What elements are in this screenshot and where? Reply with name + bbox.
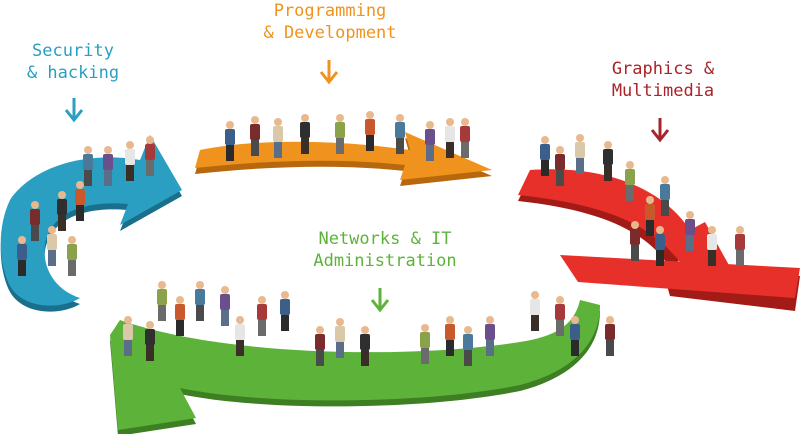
person-figure <box>175 296 185 336</box>
person-figure <box>273 118 283 158</box>
person-figure <box>655 226 665 266</box>
person-figure <box>315 326 325 366</box>
programming-label-line1: Programming <box>273 1 387 21</box>
person-figure <box>555 296 565 336</box>
graphics-label-line1: Graphics & <box>611 59 715 79</box>
person-figure <box>103 146 113 186</box>
person-figure <box>445 316 455 356</box>
person-figure <box>335 318 345 358</box>
programming-label-line2: & Development <box>263 23 397 43</box>
person-figure <box>145 136 155 176</box>
person-figure <box>603 141 613 181</box>
person-figure <box>540 136 550 176</box>
person-figure <box>57 191 67 231</box>
person-figure <box>445 118 455 158</box>
networks-arrow <box>110 300 600 434</box>
person-figure <box>195 281 205 321</box>
person-figure <box>735 226 745 266</box>
person-figure <box>335 114 345 154</box>
person-figure <box>575 134 585 174</box>
person-figure <box>630 221 640 261</box>
person-figure <box>225 121 235 161</box>
graphics-label: Graphics & Multimedia <box>588 58 738 102</box>
person-figure <box>463 326 473 366</box>
person-figure <box>365 111 375 151</box>
person-figure <box>530 291 540 331</box>
programming-label: Programming & Development <box>240 0 420 44</box>
person-figure <box>625 161 635 201</box>
person-figure <box>605 316 615 356</box>
security-label-line2: & hacking <box>26 63 120 83</box>
person-figure <box>485 316 495 356</box>
person-figure <box>83 146 93 186</box>
person-figure <box>220 286 230 326</box>
networks-label: Networks & IT Administration <box>295 228 475 272</box>
person-figure <box>395 114 405 154</box>
person-figure <box>75 181 85 221</box>
person-figure <box>125 141 135 181</box>
person-figure <box>555 146 565 186</box>
graphics-label-line2: Multimedia <box>611 81 715 101</box>
person-figure <box>360 326 370 366</box>
person-figure <box>425 121 435 161</box>
person-figure <box>30 201 40 241</box>
person-figure <box>685 211 695 251</box>
graphics-down-arrow <box>650 118 670 143</box>
networks-label-line1: Networks & IT <box>318 229 452 249</box>
security-label-line1: Security <box>32 41 114 61</box>
networks-down-arrow <box>370 288 390 313</box>
person-figure <box>145 321 155 361</box>
programming-down-arrow <box>319 60 339 85</box>
person-figure <box>460 118 470 158</box>
person-figure <box>280 291 290 331</box>
person-figure <box>300 114 310 154</box>
person-figure <box>123 316 133 356</box>
person-figure <box>420 324 430 364</box>
person-figure <box>660 176 670 216</box>
person-figure <box>250 116 260 156</box>
programming-arrow <box>195 132 492 186</box>
security-label: Security & hacking <box>14 40 132 84</box>
person-figure <box>257 296 267 336</box>
person-figure <box>707 226 717 266</box>
person-figure <box>157 281 167 321</box>
person-figure <box>570 316 580 356</box>
person-figure <box>47 226 57 266</box>
person-figure <box>235 316 245 356</box>
person-figure <box>17 236 27 276</box>
security-down-arrow <box>64 98 84 123</box>
security-arrow <box>0 135 183 312</box>
person-figure <box>67 236 77 276</box>
networks-label-line2: Administration <box>313 251 457 271</box>
person-figure <box>645 196 655 236</box>
people-figures <box>17 111 745 366</box>
